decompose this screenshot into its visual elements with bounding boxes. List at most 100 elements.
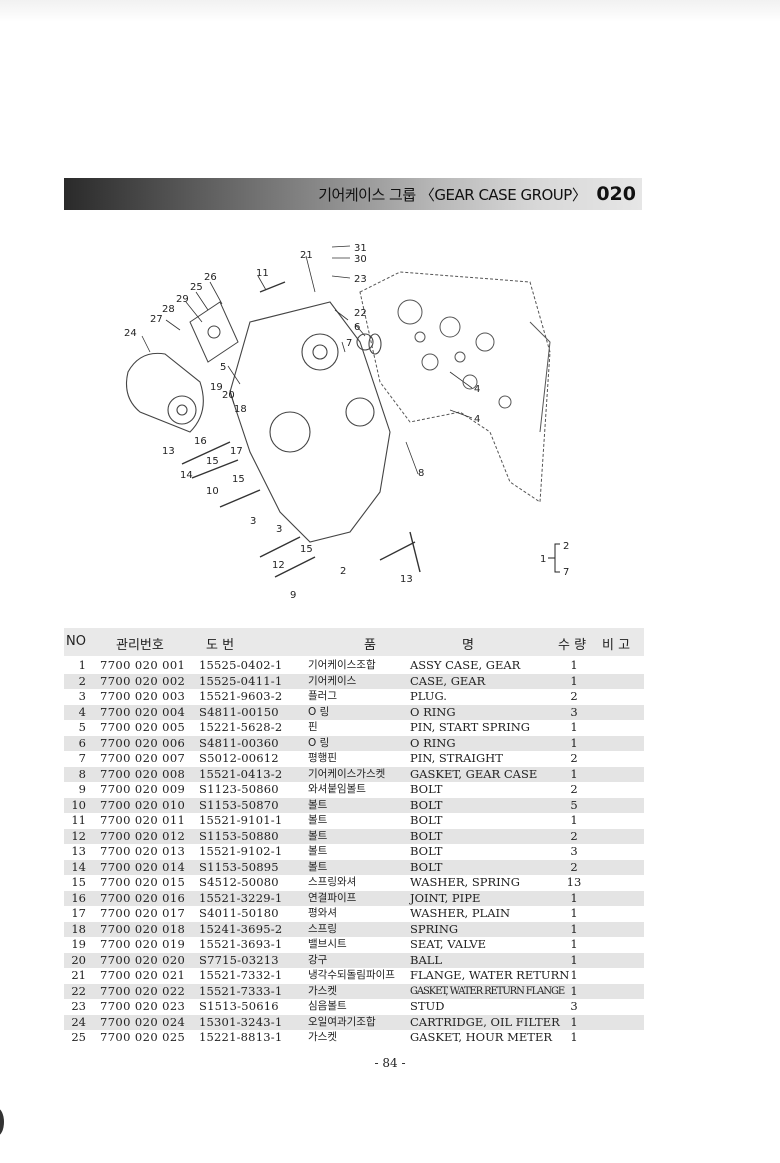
row-quantity: 3 (570, 999, 578, 1013)
row-management-number: 7700 020 002 (100, 673, 186, 688)
row-korean-name: 핀 (308, 721, 318, 733)
row-english-name: BALL (410, 952, 443, 967)
row-english-name: WASHER, PLAIN (410, 906, 511, 920)
row-english-name: BOLT (410, 828, 443, 843)
callout-29: 29 (176, 294, 189, 305)
oil-filter-drawing (125, 352, 204, 433)
section-title-bar: 기어케이스 그룹 〈GEAR CASE GROUP〉 020 (64, 178, 642, 210)
row-english-name: WASHER, SPRING (410, 875, 520, 889)
row-management-number: 7700 020 008 (100, 766, 186, 781)
callout-4: 4 (474, 384, 480, 395)
row-quantity: 1 (570, 766, 578, 781)
callout-8: 8 (418, 468, 424, 479)
row-korean-name: 와셔붙임볼트 (308, 783, 366, 795)
row-no: 2 (78, 673, 86, 688)
row-management-number: 7700 020 014 (100, 859, 186, 874)
leader-lines (141, 245, 473, 475)
row-english-name: STUD (410, 999, 445, 1013)
row-korean-name: O 링 (308, 736, 330, 749)
row-korean-name: 스프링와셔 (308, 876, 357, 888)
row-management-number: 7700 020 020 (100, 952, 186, 967)
callout-21: 21 (300, 250, 313, 261)
row-part-number: 15521-3229-1 (199, 890, 283, 905)
row-korean-name: 강구 (308, 953, 328, 966)
row-no: 24 (71, 1014, 86, 1029)
row-no: 1 (78, 658, 86, 672)
header-management-number: 관리번호 (116, 638, 164, 653)
callout-30: 30 (354, 254, 367, 265)
gear-case-drawing (229, 301, 391, 543)
binding-hole (0, 1108, 4, 1136)
row-quantity: 1 (570, 906, 578, 920)
callout-31: 31 (354, 243, 367, 254)
row-management-number: 7700 020 010 (100, 797, 186, 812)
section-title: 기어케이스 그룹 〈GEAR CASE GROUP〉 (318, 185, 587, 204)
row-part-number: S4512-50080 (199, 875, 279, 889)
row-english-name: CARTRIDGE, OIL FILTER (410, 1014, 560, 1029)
row-quantity: 3 (570, 844, 578, 858)
row-management-number: 7700 020 005 (100, 720, 186, 734)
cover-plate-drawing (189, 301, 239, 363)
row-quantity: 1 (570, 1014, 578, 1029)
row-korean-name: 오일여과기조합 (308, 1015, 376, 1028)
row-quantity: 1 (570, 937, 578, 951)
row-part-number: 15525-0402-1 (199, 658, 283, 672)
row-english-name: O RING (410, 704, 456, 719)
bolts-drawing (181, 281, 421, 578)
callout-11: 11 (256, 268, 269, 279)
row-no: 23 (71, 999, 86, 1013)
row-management-number: 7700 020 016 (100, 890, 186, 905)
header-no: NO (66, 634, 86, 649)
callout-17: 17 (230, 446, 243, 457)
row-part-number: 15221-5628-2 (199, 720, 283, 734)
row-part-number: 15521-0413-2 (199, 766, 283, 781)
row-korean-name: 밸브시트 (308, 938, 347, 950)
row-quantity: 2 (570, 859, 578, 874)
callout-20: 20 (222, 390, 235, 401)
header-quantity: 수 량 (558, 638, 587, 653)
row-part-number: S1513-50616 (199, 999, 279, 1013)
header-remarks: 비 고 (602, 638, 631, 653)
row-part-number: 15525-0411-1 (199, 673, 283, 688)
row-english-name: PIN, START SPRING (410, 720, 530, 734)
row-no: 9 (78, 782, 86, 796)
row-management-number: 7700 020 015 (100, 875, 186, 889)
callout-4: 4 (474, 414, 480, 425)
callout-27: 27 (150, 314, 163, 325)
row-korean-name: 볼트 (308, 829, 328, 842)
callout-24: 24 (124, 328, 137, 339)
row-management-number: 7700 020 022 (100, 983, 186, 998)
row-korean-name: 스프링 (308, 922, 337, 935)
row-english-name: JOINT, PIPE (410, 890, 481, 905)
callout-26: 26 (204, 272, 217, 283)
callout-15: 15 (206, 456, 219, 467)
row-english-name: SPRING (410, 921, 459, 936)
part-callouts: 2 3 3 4 4 5 6 7 8 9 10 11 12 13 13 14 15… (124, 243, 569, 601)
row-korean-name: 기어케이스 (308, 674, 357, 687)
callout-13: 13 (400, 574, 413, 585)
exploded-parts-diagram: 2 3 3 4 4 5 6 7 8 9 10 11 12 13 13 14 15… (124, 243, 569, 601)
row-part-number: 15221-8813-1 (199, 1030, 283, 1044)
row-no: 13 (71, 844, 86, 858)
row-english-name: BOLT (410, 782, 443, 796)
row-no: 16 (71, 890, 86, 905)
row-quantity: 1 (570, 890, 578, 905)
row-korean-name: 가스켓 (308, 984, 337, 997)
callout-28: 28 (162, 304, 175, 315)
callout-22: 22 (354, 308, 367, 319)
callout-23: 23 (354, 274, 367, 285)
